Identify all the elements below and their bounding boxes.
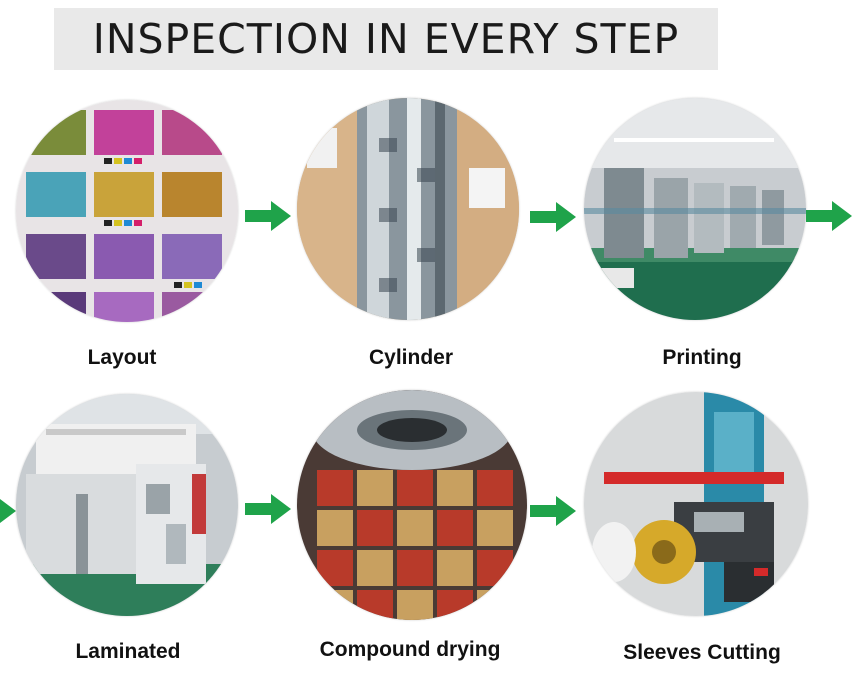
compound-drying-photo	[297, 390, 527, 620]
arrow-right-icon	[0, 496, 16, 526]
arrow-right-icon	[245, 201, 291, 231]
cylinder-photo	[297, 98, 519, 320]
step-label-laminated: Laminated	[75, 640, 181, 663]
laminated-photo	[16, 394, 238, 616]
arrow-right-icon	[806, 201, 852, 231]
page-title: INSPECTION IN EVERY STEP	[92, 15, 680, 63]
arrow-right-icon	[530, 496, 576, 526]
layout-photo	[16, 100, 238, 322]
step-label-sleeves-cutting: Sleeves Cutting	[623, 641, 781, 664]
step-label-printing: Printing	[662, 346, 742, 369]
arrow-right-icon	[245, 494, 291, 524]
arrow-right-icon	[530, 202, 576, 232]
title-banner: INSPECTION IN EVERY STEP	[54, 8, 718, 70]
step-label-compound-drying: Compound drying	[319, 638, 501, 661]
step-label-cylinder: Cylinder	[368, 346, 454, 369]
sleeves-cutting-photo	[584, 392, 808, 616]
step-label-layout: Layout	[87, 346, 157, 369]
printing-photo	[584, 98, 806, 320]
